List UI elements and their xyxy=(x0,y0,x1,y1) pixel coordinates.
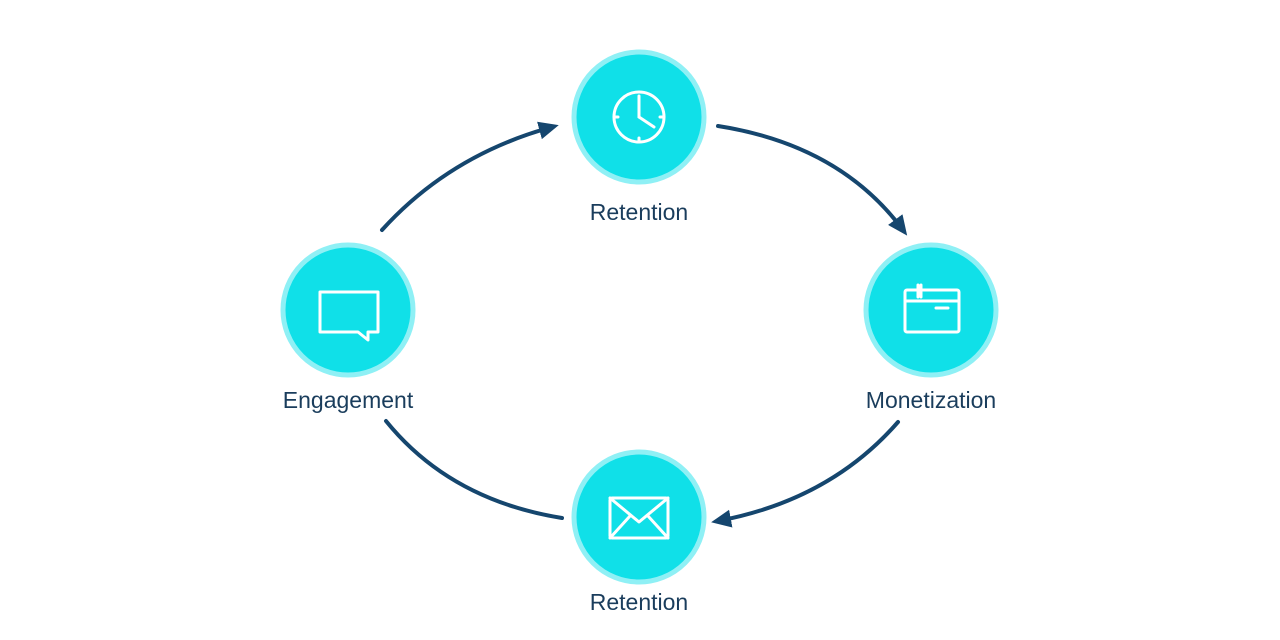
arrow-monetization-to-retention xyxy=(711,420,900,528)
node-retention-top: Retention xyxy=(571,49,707,225)
node-label: Retention xyxy=(590,589,688,615)
arrow-engagement-to-retention xyxy=(380,121,559,232)
node-monetization: Monetization xyxy=(863,242,999,413)
node-label: Monetization xyxy=(866,387,996,413)
node-label: Retention xyxy=(590,199,688,225)
node-retention-bottom: Retention xyxy=(571,449,707,615)
node-engagement: Engagement xyxy=(280,242,416,413)
node-label: Engagement xyxy=(283,387,414,413)
browser-window-icon xyxy=(903,283,961,334)
chat-bubble-icon xyxy=(318,290,380,342)
arrow-retention-to-engagement xyxy=(384,419,564,520)
clock-icon xyxy=(612,90,666,144)
arrow-retention-to-monetization xyxy=(716,124,908,236)
envelope-icon xyxy=(608,496,670,540)
